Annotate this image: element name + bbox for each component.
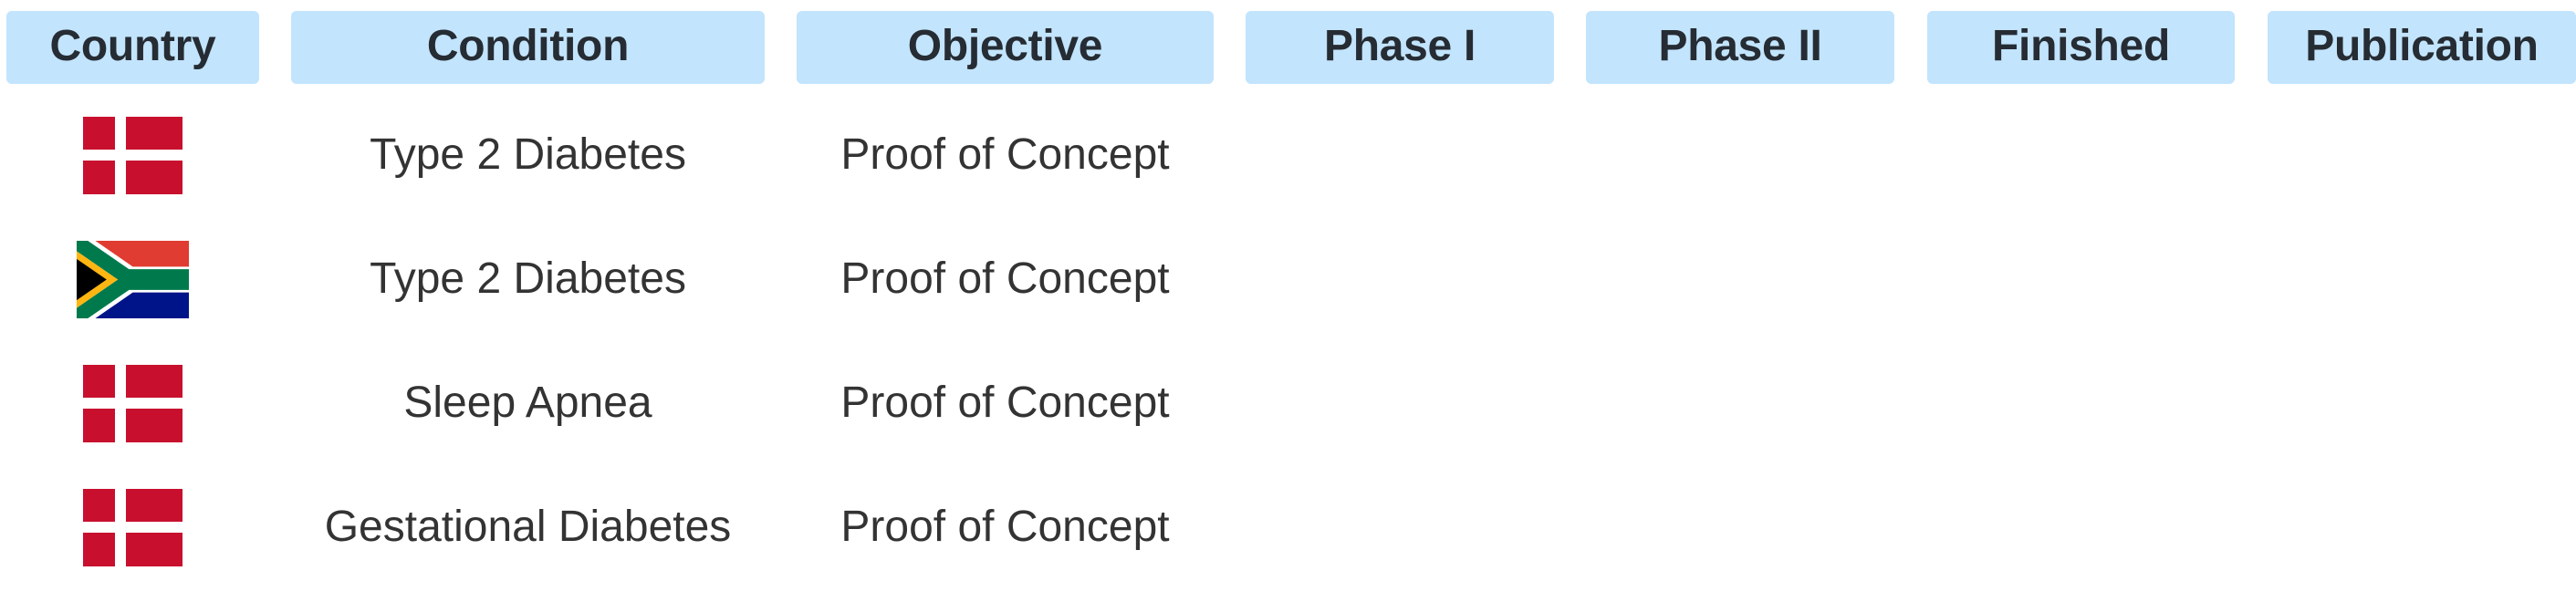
column-header-label: Finished [1992, 22, 2170, 70]
cell-country [6, 93, 259, 217]
cell-phase-1 [1246, 93, 1554, 217]
cell-phase-1 [1246, 465, 1554, 589]
cell-objective: Proof of Concept [840, 130, 1170, 179]
column-header-phase-2[interactable]: Phase II [1586, 11, 1894, 84]
table-body: Type 2 Diabetes Proof of Concept Type 2 … [0, 93, 2576, 589]
cell-country [6, 465, 259, 589]
cell-phase-2 [1586, 465, 1894, 589]
cell-condition: Type 2 Diabetes [370, 254, 686, 303]
column-header-condition[interactable]: Condition [291, 11, 765, 84]
cell-finished [1927, 465, 2235, 589]
column-header-label: Country [49, 22, 216, 70]
cell-objective: Proof of Concept [840, 254, 1170, 303]
cell-finished [1927, 217, 2235, 341]
cell-publication [2268, 341, 2576, 465]
cell-objective: Proof of Concept [840, 379, 1170, 427]
cell-publication [2268, 465, 2576, 589]
cell-condition: Gestational Diabetes [324, 503, 732, 551]
cell-publication [2268, 217, 2576, 341]
column-header-label: Objective [907, 22, 1103, 70]
cell-country [6, 341, 259, 465]
cell-phase-2 [1586, 341, 1894, 465]
table-row: Type 2 Diabetes Proof of Concept [0, 93, 2576, 217]
cell-country [6, 217, 259, 341]
cell-phase-1 [1246, 341, 1554, 465]
cell-finished [1927, 341, 2235, 465]
column-header-label: Publication [2305, 22, 2539, 70]
column-header-publication[interactable]: Publication [2268, 11, 2576, 84]
table-row: Gestational Diabetes Proof of Concept [0, 465, 2576, 589]
denmark-flag-icon [83, 116, 183, 194]
cell-finished [1927, 93, 2235, 217]
column-header-label: Phase II [1658, 22, 1822, 70]
cell-objective: Proof of Concept [840, 503, 1170, 551]
table-row: Sleep Apnea Proof of Concept [0, 341, 2576, 465]
column-header-finished[interactable]: Finished [1927, 11, 2235, 84]
cell-condition: Sleep Apnea [403, 379, 652, 427]
south-africa-flag-icon [77, 240, 189, 318]
cell-phase-2 [1586, 217, 1894, 341]
cell-phase-2 [1586, 93, 1894, 217]
table-header-row: Country Condition Objective Phase I Phas… [0, 11, 2576, 84]
cell-condition: Type 2 Diabetes [370, 130, 686, 179]
column-header-label: Condition [426, 22, 630, 70]
table-row: Type 2 Diabetes Proof of Concept [0, 217, 2576, 341]
denmark-flag-icon [83, 364, 183, 442]
cell-phase-1 [1246, 217, 1554, 341]
cell-publication [2268, 93, 2576, 217]
column-header-country[interactable]: Country [6, 11, 259, 84]
column-header-label: Phase I [1324, 22, 1476, 70]
column-header-phase-1[interactable]: Phase I [1246, 11, 1554, 84]
column-header-objective[interactable]: Objective [797, 11, 1214, 84]
denmark-flag-icon [83, 488, 183, 566]
